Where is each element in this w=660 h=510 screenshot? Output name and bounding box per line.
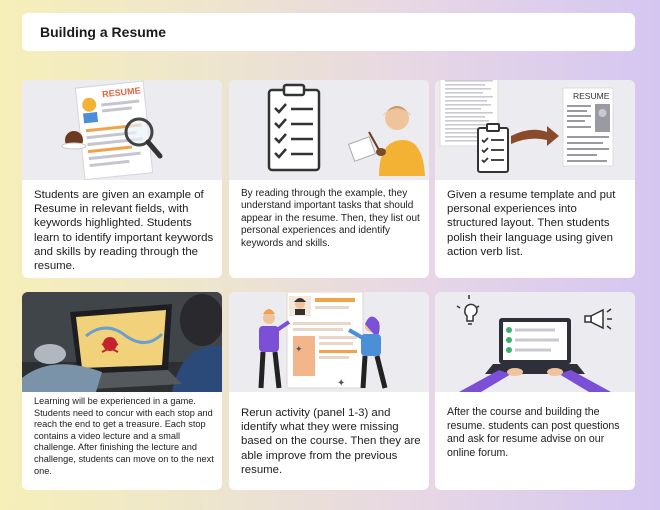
step-description: Learning will be experienced in a game. … <box>34 396 214 476</box>
step-card-5: ✦ ✦ ✦ Rerun activity (panel 1-3) and ide… <box>229 292 429 490</box>
resume-label: RESUME <box>102 85 141 99</box>
svg-text:✦: ✦ <box>295 344 303 354</box>
page-header: Building a Resume <box>22 13 635 51</box>
step-card-3: RESUME Given a resume template and put p… <box>435 80 635 278</box>
checklist-illustration <box>229 80 429 180</box>
step-description: Given a resume template and put personal… <box>447 189 616 258</box>
step-description: Students are given an example of Resume … <box>34 189 214 273</box>
svg-text:✦: ✦ <box>349 292 357 293</box>
megaphone-icon <box>590 308 604 330</box>
online-forum-illustration <box>435 292 635 392</box>
magnifier-icon <box>124 117 154 147</box>
step-card-6: After the course and building the resume… <box>435 292 635 490</box>
page-title: Building a Resume <box>40 24 167 40</box>
step-description: By reading through the example, they und… <box>241 188 420 249</box>
svg-text:✦: ✦ <box>337 378 345 389</box>
step-description: Rerun activity (panel 1-3) and identify … <box>241 407 421 476</box>
laptop-game-photo <box>22 292 222 392</box>
step-description: After the course and building the resume… <box>447 406 620 459</box>
skull-icon <box>103 337 117 351</box>
resume-example-illustration: RESUME <box>22 80 222 180</box>
step-card-1: RESUME Students are given an example of … <box>22 80 222 278</box>
template-illustration: RESUME <box>435 80 635 180</box>
lightbulb-icon <box>464 303 478 322</box>
step-card-2: By reading through the example, they und… <box>229 80 429 278</box>
step-card-4: Learning will be experienced in a game. … <box>22 292 222 490</box>
resume-label: RESUME <box>573 91 610 101</box>
review-illustration: ✦ ✦ ✦ <box>229 292 429 392</box>
